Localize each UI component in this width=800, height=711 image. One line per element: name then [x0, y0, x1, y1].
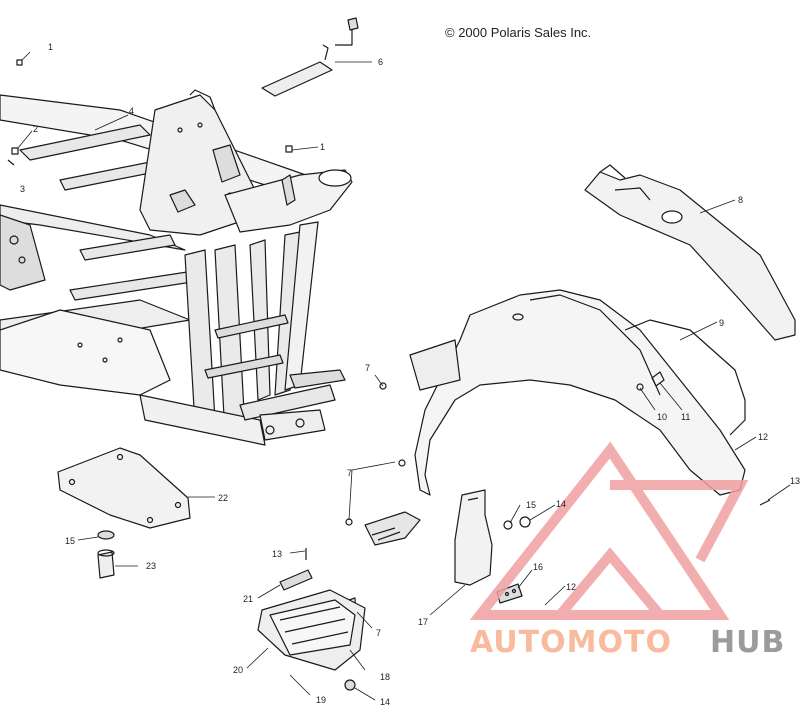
- callout-label: 6: [378, 57, 383, 67]
- callout-label: 10: [657, 412, 667, 422]
- callout-label: 13: [272, 549, 282, 559]
- part-9-front-fender: [379, 289, 771, 604]
- callout-label: 8: [738, 195, 743, 205]
- callout-label: 21: [243, 594, 253, 604]
- callout-label: 16: [533, 562, 543, 572]
- callout-label: 20: [233, 665, 243, 675]
- watermark-text-light: AUTOMOTO: [470, 625, 672, 660]
- callout-label: 11: [681, 412, 690, 422]
- callout-label: 12: [566, 582, 576, 592]
- callout-label: 15: [526, 500, 536, 510]
- callout-label: 22: [218, 493, 228, 503]
- callout-label: 14: [556, 499, 566, 509]
- skid-plate-assembly: [57, 447, 191, 579]
- callout-label: 17: [418, 617, 428, 627]
- watermark-text-dark: HUB: [710, 625, 785, 660]
- callout-label: 12: [758, 432, 768, 442]
- frame-assembly: [0, 89, 353, 446]
- callout-label: 2: [33, 124, 38, 134]
- callout-label: 19: [316, 695, 326, 705]
- callout-label: 18: [380, 672, 390, 682]
- callout-label: 1: [48, 42, 53, 52]
- part-8-cover: [584, 164, 796, 341]
- watermark-logo: AUTOMOTO HUB: [469, 441, 785, 660]
- callout-label: 14: [380, 697, 390, 706]
- copyright-notice: © 2000 Polaris Sales Inc.: [445, 25, 592, 40]
- callout-label: 4: [129, 106, 134, 116]
- callout-label: 23: [146, 561, 156, 571]
- callout-label: 7: [376, 628, 381, 638]
- leader-lines: [17, 51, 791, 701]
- callout-label: 15: [65, 536, 75, 546]
- callout-label: 1: [320, 142, 325, 152]
- footrest-assembly: [257, 459, 421, 691]
- callout-label: 3: [20, 184, 25, 194]
- callout-labels: 1 6 1 4 2 3 8 9 7 10 11 12 13 7 22 15 14…: [20, 42, 800, 707]
- callout-label: 7: [347, 468, 352, 478]
- callout-label: 7: [365, 363, 370, 373]
- callout-label: 9: [719, 318, 724, 328]
- callout-label: 13: [790, 476, 800, 486]
- upper-small-parts: [7, 17, 359, 166]
